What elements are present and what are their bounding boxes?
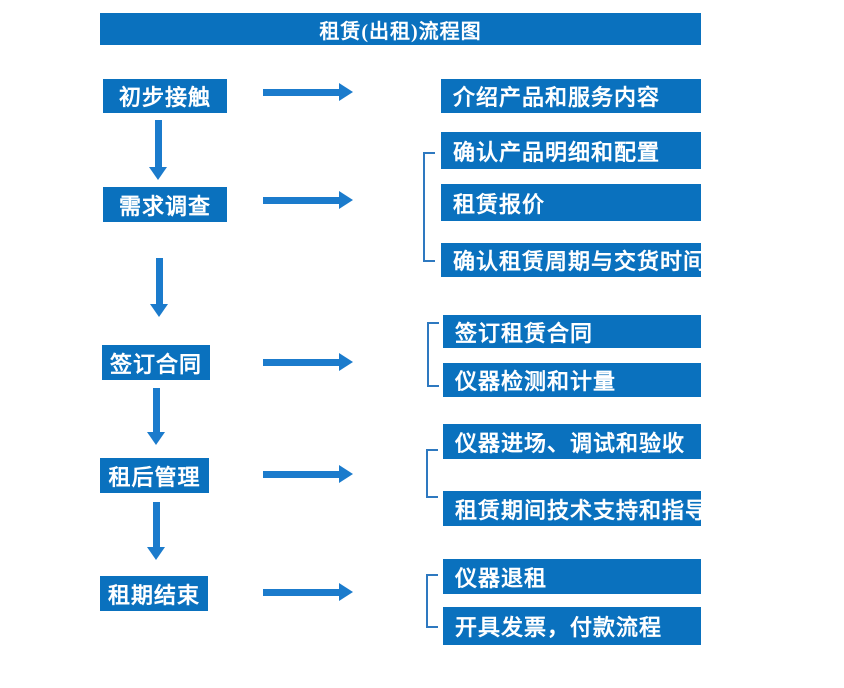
- output-box-sign-rental-contract: 签订租赁合同: [443, 315, 701, 348]
- bracket-group-4: [426, 449, 438, 498]
- bracket-group-5: [426, 574, 438, 628]
- output-box-confirm-rental-period-delivery: 确认租赁周期与交货时间: [441, 243, 705, 277]
- arrow-right-icon-1: [263, 83, 353, 101]
- stage-box-initial-contact: 初步接触: [103, 79, 227, 113]
- output-box-instrument-return: 仪器退租: [443, 559, 701, 594]
- output-box-instrument-arrival-debug-acceptance: 仪器进场、调试和验收: [443, 424, 701, 459]
- output-box-intro-products-services: 介绍产品和服务内容: [441, 79, 701, 113]
- bracket-group-2: [423, 152, 435, 262]
- arrow-right-icon-2: [263, 191, 353, 209]
- bracket-group-3: [427, 322, 439, 387]
- output-box-instrument-inspection-calibration: 仪器检测和计量: [443, 363, 701, 397]
- flowchart-title: 租赁(出租)流程图: [100, 13, 701, 45]
- output-box-rental-tech-support-guidance: 租赁期间技术支持和指导: [443, 491, 707, 526]
- arrow-down-icon-2: [150, 258, 168, 317]
- stage-box-sign-contract: 签订合同: [102, 345, 210, 380]
- stage-box-rental-end: 租期结束: [100, 576, 208, 611]
- stage-box-demand-survey: 需求调查: [103, 187, 227, 222]
- output-box-confirm-product-details-config: 确认产品明细和配置: [441, 132, 701, 169]
- arrow-right-icon-4: [263, 465, 353, 483]
- output-box-rental-quote: 租赁报价: [441, 184, 701, 221]
- arrow-down-icon-3: [147, 388, 165, 445]
- stage-box-post-rental-management: 租后管理: [100, 458, 209, 493]
- arrow-right-icon-5: [263, 583, 353, 601]
- output-box-invoice-payment-process: 开具发票，付款流程: [443, 607, 701, 645]
- arrow-right-icon-3: [263, 353, 353, 371]
- arrow-down-icon-1: [149, 120, 167, 180]
- arrow-down-icon-4: [147, 502, 165, 560]
